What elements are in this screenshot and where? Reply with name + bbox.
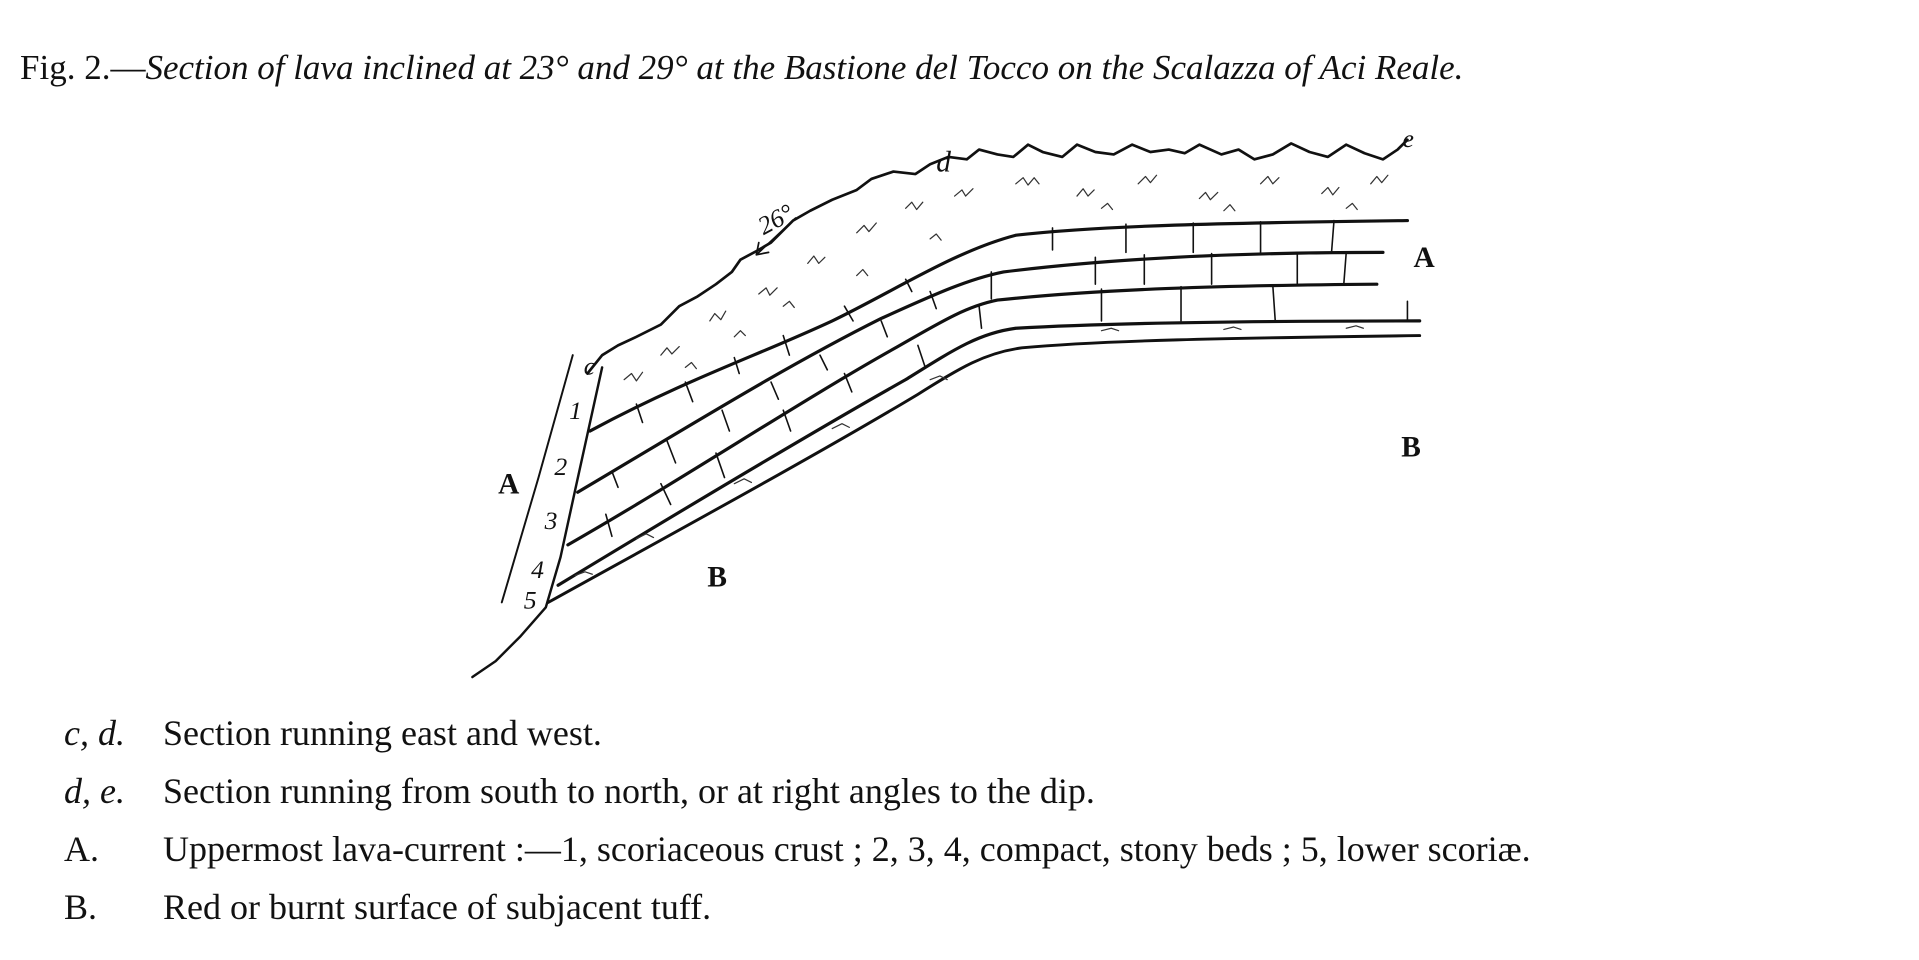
bed-number-2: 2 bbox=[554, 452, 567, 481]
legend-key: d, e. bbox=[64, 771, 125, 811]
legend-key: B. bbox=[64, 887, 98, 927]
cliff-line bbox=[471, 366, 604, 679]
legend-text: Section running east and west. bbox=[163, 713, 602, 753]
region-label-b-lower: B bbox=[707, 561, 727, 593]
caption-prefix: Fig. 2.— bbox=[20, 48, 146, 87]
caption-text: Section of lava inclined at 23° and 29° … bbox=[145, 48, 1464, 87]
legend-item-a: A. Uppermost lava-current :—1, scoriaceou… bbox=[64, 828, 1531, 870]
region-label-b-right: B bbox=[1401, 432, 1421, 464]
bed-number-5: 5 bbox=[524, 586, 537, 615]
scoria-base-line bbox=[588, 218, 1410, 433]
bed-line-3 bbox=[566, 282, 1379, 547]
legend-text: Uppermost lava-current :—1, scoriaceous … bbox=[163, 829, 1531, 869]
legend-item-b: B. Red or burnt surface of subjacent tuff… bbox=[64, 886, 711, 928]
point-label-d: d bbox=[936, 147, 951, 179]
legend-text: Red or burnt surface of subjacent tuff. bbox=[163, 887, 712, 927]
point-label-e: e bbox=[1403, 124, 1414, 153]
legend-key: c, d. bbox=[64, 713, 125, 753]
bracket-line bbox=[500, 354, 574, 604]
figure-caption: Fig. 2.—Section of lava inclined at 23° … bbox=[20, 48, 1463, 88]
region-label-a-left: A bbox=[498, 468, 519, 500]
legend-item-de: d, e. Section running from south to north… bbox=[64, 770, 1095, 812]
bed-number-4: 4 bbox=[531, 555, 544, 584]
region-label-a-right: A bbox=[1414, 242, 1435, 274]
angle-label: 26° bbox=[753, 198, 798, 240]
tuff-surface-line bbox=[546, 334, 1422, 604]
angle-arrow bbox=[755, 217, 797, 256]
legend-item-cd: c, d. Section running east and west. bbox=[64, 712, 602, 754]
scoria-texture bbox=[574, 174, 1389, 577]
bed-joints bbox=[605, 219, 1409, 538]
legend-key: A. bbox=[64, 829, 99, 869]
upper-surface-line bbox=[586, 138, 1409, 375]
point-label-c: c bbox=[584, 352, 596, 381]
bed-number-1: 1 bbox=[569, 396, 582, 425]
bed-number-3: 3 bbox=[544, 506, 558, 535]
bed-line-4 bbox=[556, 319, 1422, 587]
bed-line-2 bbox=[576, 250, 1385, 494]
legend-text: Section running from south to north, or … bbox=[163, 771, 1095, 811]
